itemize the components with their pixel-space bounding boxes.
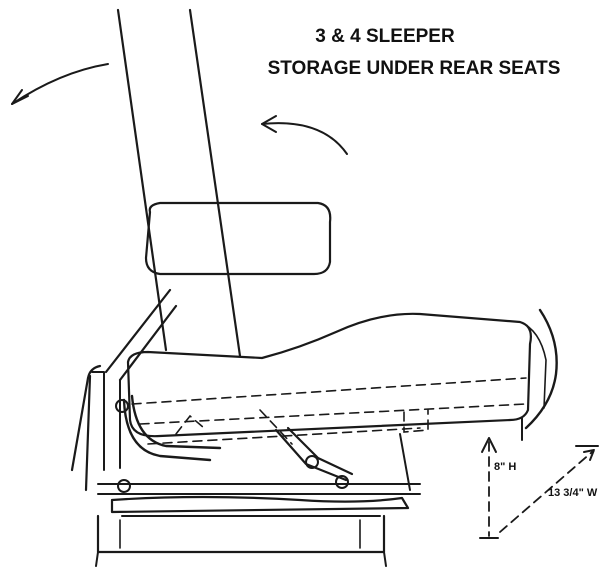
frame-pivot-lower	[117, 479, 131, 493]
rotation-arrow-center	[261, 115, 348, 155]
rotation-arrow-left	[11, 63, 109, 105]
title-line-2: STORAGE UNDER REAR SEATS	[268, 58, 561, 79]
storage-compartment-outline	[131, 377, 527, 445]
height-label: 8" H	[494, 461, 516, 473]
linkage-end	[335, 475, 349, 489]
height-dimension: 8" H	[479, 437, 516, 539]
seat-frame	[70, 288, 421, 495]
linkage-pivot	[305, 455, 319, 469]
seat-bolster	[144, 201, 332, 276]
width-label: 13 3/4" W	[548, 487, 598, 499]
seat-cushion-front	[519, 321, 547, 409]
seat-back	[116, 8, 242, 358]
seat-linkage	[259, 409, 354, 489]
width-dimension: 13 3/4" W	[499, 445, 599, 533]
title-line-1: 3 & 4 SLEEPER	[315, 26, 455, 47]
seat-base	[95, 495, 410, 567]
seat-edge-strap	[524, 308, 558, 430]
frame-pivot-upper	[115, 399, 129, 413]
